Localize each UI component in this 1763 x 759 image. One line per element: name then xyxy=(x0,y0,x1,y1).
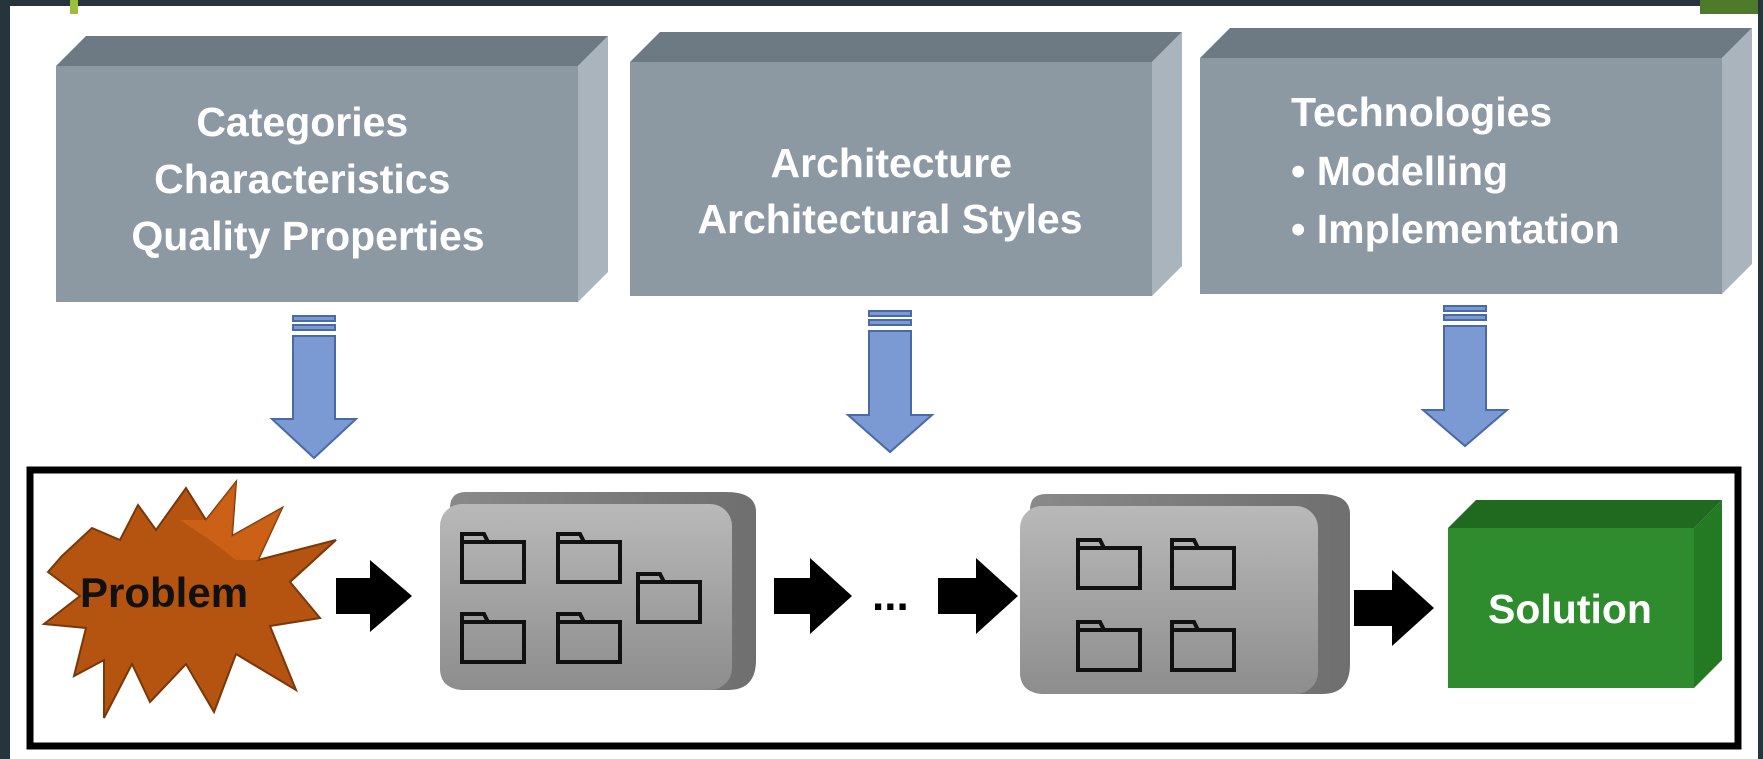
box3-line-1: Technologies xyxy=(1291,89,1552,135)
box2-line-1: Architecture xyxy=(771,140,1013,186)
module-block-1 xyxy=(440,492,756,690)
svg-text:Categories Characteristi: Categories Characteristics Quality Prope… xyxy=(131,99,484,259)
down-arrow-3 xyxy=(1420,305,1510,448)
problem-starburst: Problem xyxy=(41,478,337,719)
down-arrow-2 xyxy=(845,310,935,454)
concept-box-categories: Categories Characteristics Quality Prope… xyxy=(56,36,608,302)
down-arrow-1 xyxy=(269,315,359,460)
concept-box-architecture: Architecture Architectural Styles xyxy=(630,32,1182,296)
box1-line-1: Categories xyxy=(196,99,408,145)
solution-label: Solution xyxy=(1488,586,1652,632)
solution-box: Solution xyxy=(1448,500,1722,688)
flow-arrow-1 xyxy=(336,560,412,632)
flow-ellipsis: ... xyxy=(872,571,909,620)
accent-mark-right xyxy=(1700,0,1758,14)
box3-line-2: • Modelling xyxy=(1291,148,1508,194)
box3-line-3: • Implementation xyxy=(1291,206,1620,252)
flow-arrow-2 xyxy=(774,558,852,634)
flow-arrow-4 xyxy=(1354,570,1434,646)
svg-text:Technologies • Modelling: Technologies • Modelling • Implementatio… xyxy=(1291,89,1620,252)
box2-line-2: Architectural Styles xyxy=(697,196,1082,242)
box1-line-3: Quality Properties xyxy=(131,213,484,259)
flow-arrow-3 xyxy=(938,558,1018,634)
problem-label: Problem xyxy=(80,569,248,616)
box1-line-2: Characteristics xyxy=(154,156,450,202)
accent-mark-left xyxy=(70,0,78,14)
concept-box-technologies: Technologies • Modelling • Implementatio… xyxy=(1200,28,1752,294)
svg-text:Architecture Architectur: Architecture Architectural Styles xyxy=(697,140,1082,242)
top-bar xyxy=(10,0,1758,6)
module-block-2 xyxy=(1020,494,1350,694)
